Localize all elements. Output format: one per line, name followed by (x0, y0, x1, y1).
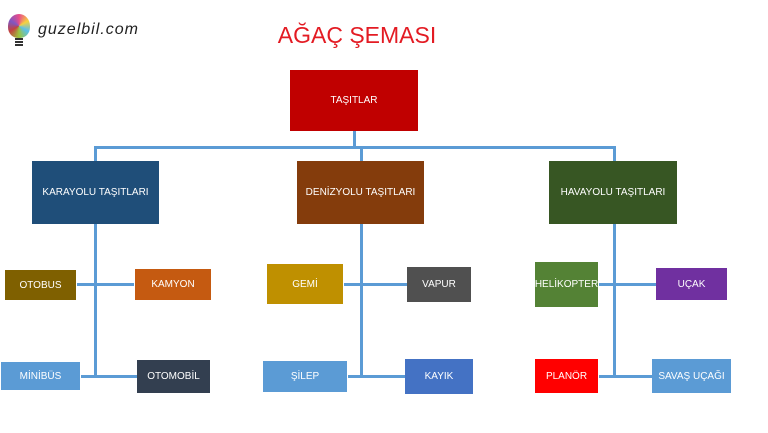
connector (344, 283, 407, 286)
connector (77, 283, 134, 286)
leaf-ucak[interactable]: UÇAK (656, 268, 727, 300)
leaf-silep[interactable]: ŞİLEP (263, 361, 347, 392)
connector (94, 224, 97, 378)
connector (613, 224, 616, 378)
connector (81, 375, 137, 378)
connector (353, 131, 356, 148)
connector (360, 146, 363, 162)
leaf-savas-ucagi[interactable]: SAVAŞ UÇAĞI (652, 359, 731, 393)
connector (348, 375, 405, 378)
leaf-vapur[interactable]: VAPUR (407, 267, 471, 302)
connector (94, 146, 97, 162)
leaf-kamyon[interactable]: KAMYON (135, 269, 211, 300)
leaf-otomobil[interactable]: OTOMOBİL (137, 360, 210, 393)
leaf-gemi[interactable]: GEMİ (267, 264, 343, 304)
logo[interactable]: guzelbil.com (8, 14, 139, 46)
category-karayolu[interactable]: KARAYOLU TAŞITLARI (32, 161, 159, 224)
connector (613, 146, 616, 162)
leaf-planor[interactable]: PLANÖR (535, 359, 598, 393)
connector (599, 375, 652, 378)
leaf-kayik[interactable]: KAYIK (405, 359, 473, 394)
connector (599, 283, 656, 286)
page-title: AĞAÇ ŞEMASI (277, 22, 437, 48)
leaf-otobus[interactable]: OTOBUS (5, 270, 76, 300)
connector (94, 146, 616, 149)
category-havayolu[interactable]: HAVAYOLU TAŞITLARI (549, 161, 677, 224)
leaf-helikopter[interactable]: HELİKOPTER (535, 262, 598, 307)
category-denizyolu[interactable]: DENİZYOLU TAŞITLARI (297, 161, 424, 224)
logo-text: guzelbil.com (38, 21, 139, 38)
root-node[interactable]: TAŞITLAR (290, 70, 418, 131)
lightbulb-icon (8, 14, 30, 46)
connector (360, 224, 363, 378)
leaf-minibus[interactable]: MİNİBÜS (1, 362, 80, 390)
